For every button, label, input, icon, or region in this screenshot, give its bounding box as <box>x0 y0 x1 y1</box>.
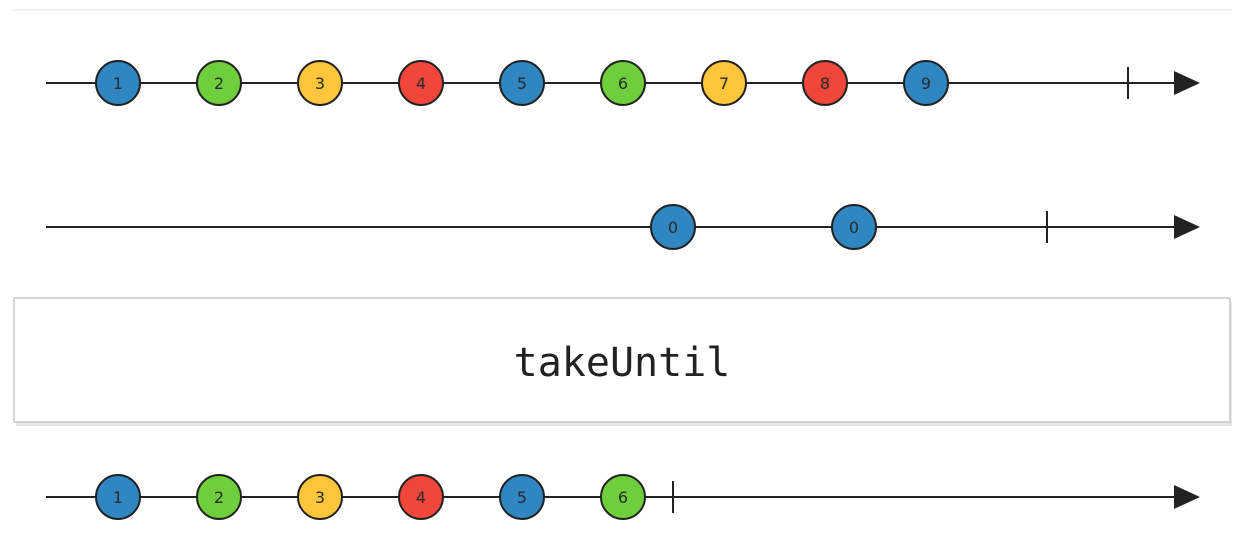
operator-box: takeUntil <box>13 297 1232 426</box>
marble: 9 <box>903 60 949 106</box>
marble-label: 8 <box>820 74 830 93</box>
marble-label: 2 <box>214 74 224 93</box>
marble: 0 <box>831 204 877 250</box>
marble-circle <box>297 60 343 106</box>
marble-circle <box>95 474 141 520</box>
timeline-arrowhead <box>1174 485 1200 509</box>
marble: 2 <box>196 474 242 520</box>
marble-label: 9 <box>921 74 931 93</box>
marble-label: 6 <box>618 74 628 93</box>
marble: 2 <box>196 60 242 106</box>
timeline-arrowhead <box>1174 71 1200 95</box>
marble: 8 <box>802 60 848 106</box>
marble: 3 <box>297 474 343 520</box>
marble-label: 7 <box>719 74 729 93</box>
marble-circle <box>297 474 343 520</box>
marble-circle <box>196 474 242 520</box>
marble-label: 1 <box>113 488 123 507</box>
marble-label: 3 <box>315 74 325 93</box>
marble-label: 4 <box>416 488 426 507</box>
timeline-source: 1 2 3 4 5 6 7 8 9 <box>46 60 1200 106</box>
marble-label: 4 <box>416 74 426 93</box>
marble-label: 5 <box>517 74 527 93</box>
marble: 4 <box>398 474 444 520</box>
marble: 5 <box>499 474 545 520</box>
timeline-result: 1 2 3 4 5 6 <box>46 474 1200 520</box>
marble: 6 <box>600 474 646 520</box>
marble-label: 5 <box>517 488 527 507</box>
operator-label: takeUntil <box>514 340 731 386</box>
marble-label: 2 <box>214 488 224 507</box>
marble: 6 <box>600 60 646 106</box>
marble-circle <box>499 474 545 520</box>
operator-box-rect <box>13 297 1231 423</box>
marble-circle <box>650 204 696 250</box>
marble-label: 1 <box>113 74 123 93</box>
marble: 5 <box>499 60 545 106</box>
marble-circle <box>196 60 242 106</box>
marble-circle <box>903 60 949 106</box>
marble: 0 <box>650 204 696 250</box>
marble: 1 <box>95 474 141 520</box>
marble-circle <box>600 60 646 106</box>
marble-circle <box>95 60 141 106</box>
marble-circle <box>831 204 877 250</box>
marble: 7 <box>701 60 747 106</box>
marble-circle <box>600 474 646 520</box>
timeline-arrowhead <box>1174 215 1200 239</box>
marble-label: 6 <box>618 488 628 507</box>
marble-label: 3 <box>315 488 325 507</box>
marble-circle <box>802 60 848 106</box>
marble-label: 0 <box>849 218 859 237</box>
marble-circle <box>398 474 444 520</box>
marble: 4 <box>398 60 444 106</box>
marble-circle <box>398 60 444 106</box>
marble: 3 <box>297 60 343 106</box>
marble: 1 <box>95 60 141 106</box>
marble-label: 0 <box>668 218 678 237</box>
marble-circle <box>499 60 545 106</box>
marble-circle <box>701 60 747 106</box>
